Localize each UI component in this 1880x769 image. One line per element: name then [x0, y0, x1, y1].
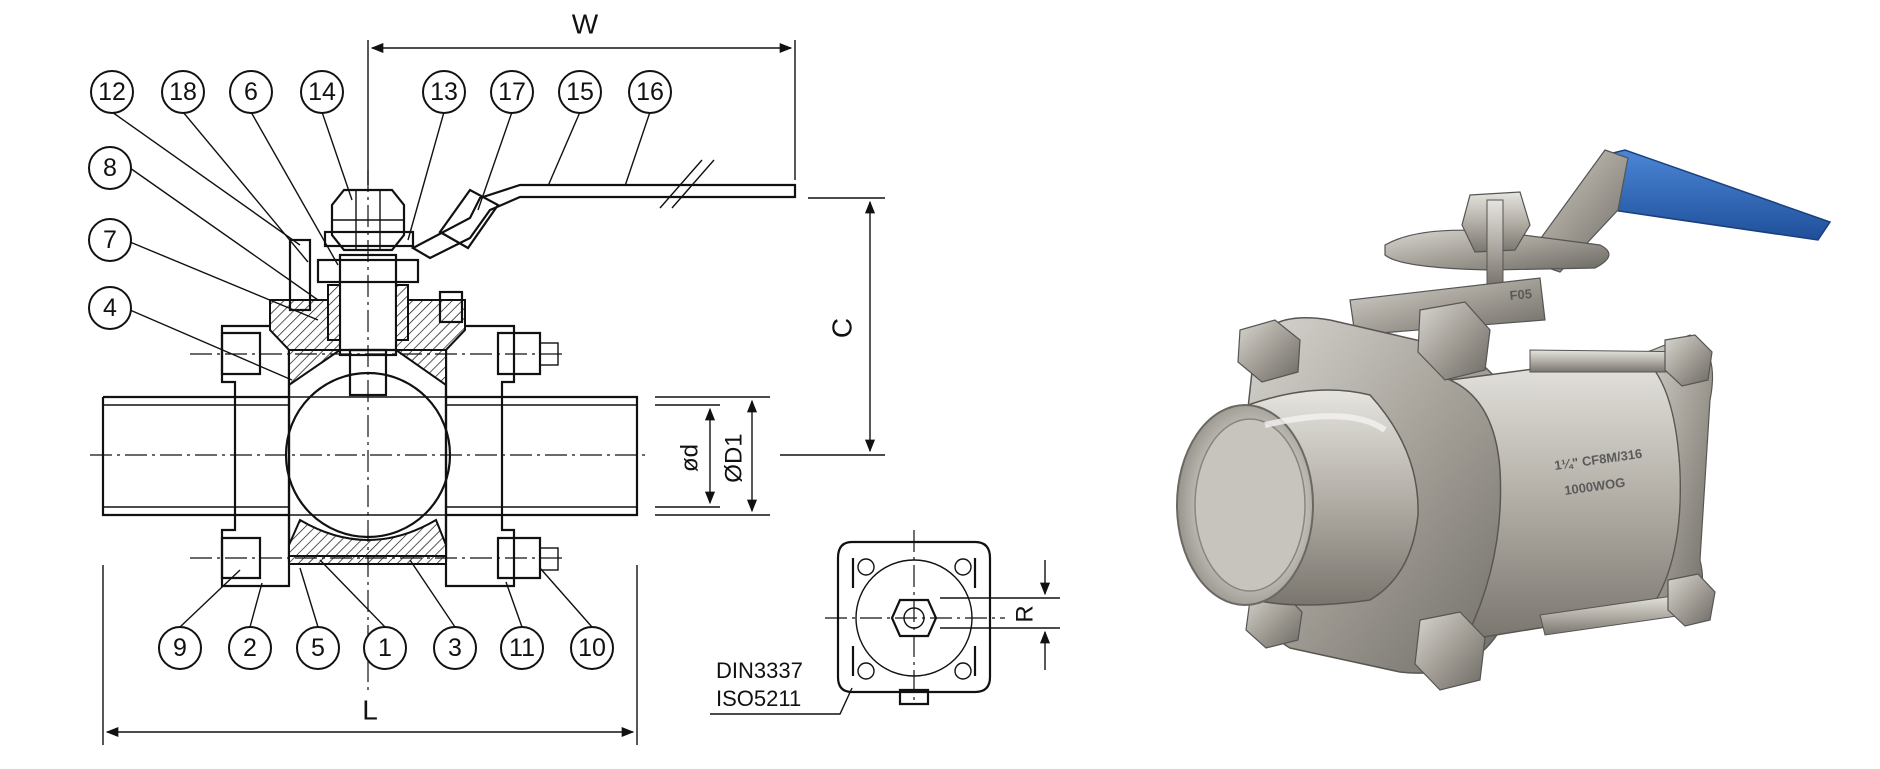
callout-12: 12: [90, 70, 134, 114]
callout-6: 6: [229, 70, 273, 114]
stem-assembly: [269, 188, 466, 397]
callout-3: 3: [433, 626, 477, 670]
dim-label-r: R: [1012, 605, 1039, 622]
dimension-l: L: [102, 565, 638, 745]
svg-text:3: 3: [448, 634, 462, 662]
bolt-head-2: [1417, 301, 1491, 381]
handle-grip: [1604, 149, 1832, 241]
svg-text:1: 1: [378, 634, 392, 662]
callouts: 12 18 6 14 13 17 15 16 8 7 4 9 2 5 1 3 1…: [88, 70, 672, 670]
stem: [1486, 199, 1504, 286]
technical-drawing: W C ød ØD1 L: [88, 9, 1060, 745]
callout-8: 8: [88, 146, 132, 190]
svg-text:2: 2: [243, 634, 257, 662]
pipe-opening-inner: [1194, 418, 1306, 592]
svg-text:5: 5: [311, 634, 325, 662]
mount-label: F05: [1509, 286, 1533, 303]
callout-11: 11: [500, 626, 544, 670]
bolt-head-1: [1237, 319, 1301, 383]
callout-18: 18: [161, 70, 205, 114]
standard-din: DIN3337: [716, 658, 803, 683]
svg-text:12: 12: [98, 78, 126, 106]
callout-17: 17: [490, 70, 534, 114]
pipe-highlight: [1264, 413, 1387, 433]
dim-label-w: W: [572, 9, 599, 40]
callout-14: 14: [300, 70, 344, 114]
svg-text:6: 6: [244, 78, 258, 106]
svg-text:18: 18: [169, 78, 197, 106]
bolt-head-3: [1664, 334, 1713, 387]
dim-label-c: C: [827, 318, 858, 338]
callout-13: 13: [422, 70, 466, 114]
svg-text:11: 11: [509, 634, 535, 662]
svg-text:15: 15: [566, 78, 594, 106]
dimension-w: W: [367, 9, 796, 185]
callout-4: 4: [88, 286, 132, 330]
handle-lever: [410, 159, 797, 260]
pipe-ends: [101, 395, 639, 517]
mounting-pad-view: R DIN3337 ISO5211: [710, 530, 1060, 715]
callout-16: 16: [628, 70, 672, 114]
svg-text:13: 13: [430, 78, 458, 106]
dimension-c: C: [780, 197, 885, 456]
svg-text:8: 8: [103, 154, 117, 182]
dim-label-l: L: [362, 695, 378, 726]
svg-text:10: 10: [578, 634, 606, 662]
svg-text:17: 17: [498, 78, 526, 106]
callout-2: 2: [228, 626, 272, 670]
svg-text:9: 9: [173, 634, 187, 662]
svg-text:16: 16: [636, 78, 664, 106]
svg-text:7: 7: [103, 226, 117, 254]
callout-5: 5: [296, 626, 340, 670]
dimension-diameters: ød ØD1: [655, 396, 770, 516]
standard-iso: ISO5211: [716, 686, 801, 711]
dim-label-d1: ØD1: [721, 433, 748, 482]
callout-1: 1: [363, 626, 407, 670]
callout-9: 9: [158, 626, 202, 670]
callout-10: 10: [570, 626, 614, 670]
bolts: [190, 331, 565, 580]
svg-text:14: 14: [308, 78, 336, 106]
callout-15: 15: [558, 70, 602, 114]
bolt-head-6: [1667, 573, 1716, 627]
center-lines: [90, 170, 650, 690]
bolt-head-5: [1414, 611, 1486, 691]
product-photo: F05 1¼" CF8M/316 1000WOG: [1176, 149, 1832, 691]
leader-lines: [111, 111, 651, 628]
svg-text:4: 4: [103, 294, 117, 322]
callout-7: 7: [88, 218, 132, 262]
valve-body: [284, 348, 452, 565]
dim-label-d: ød: [677, 444, 704, 472]
